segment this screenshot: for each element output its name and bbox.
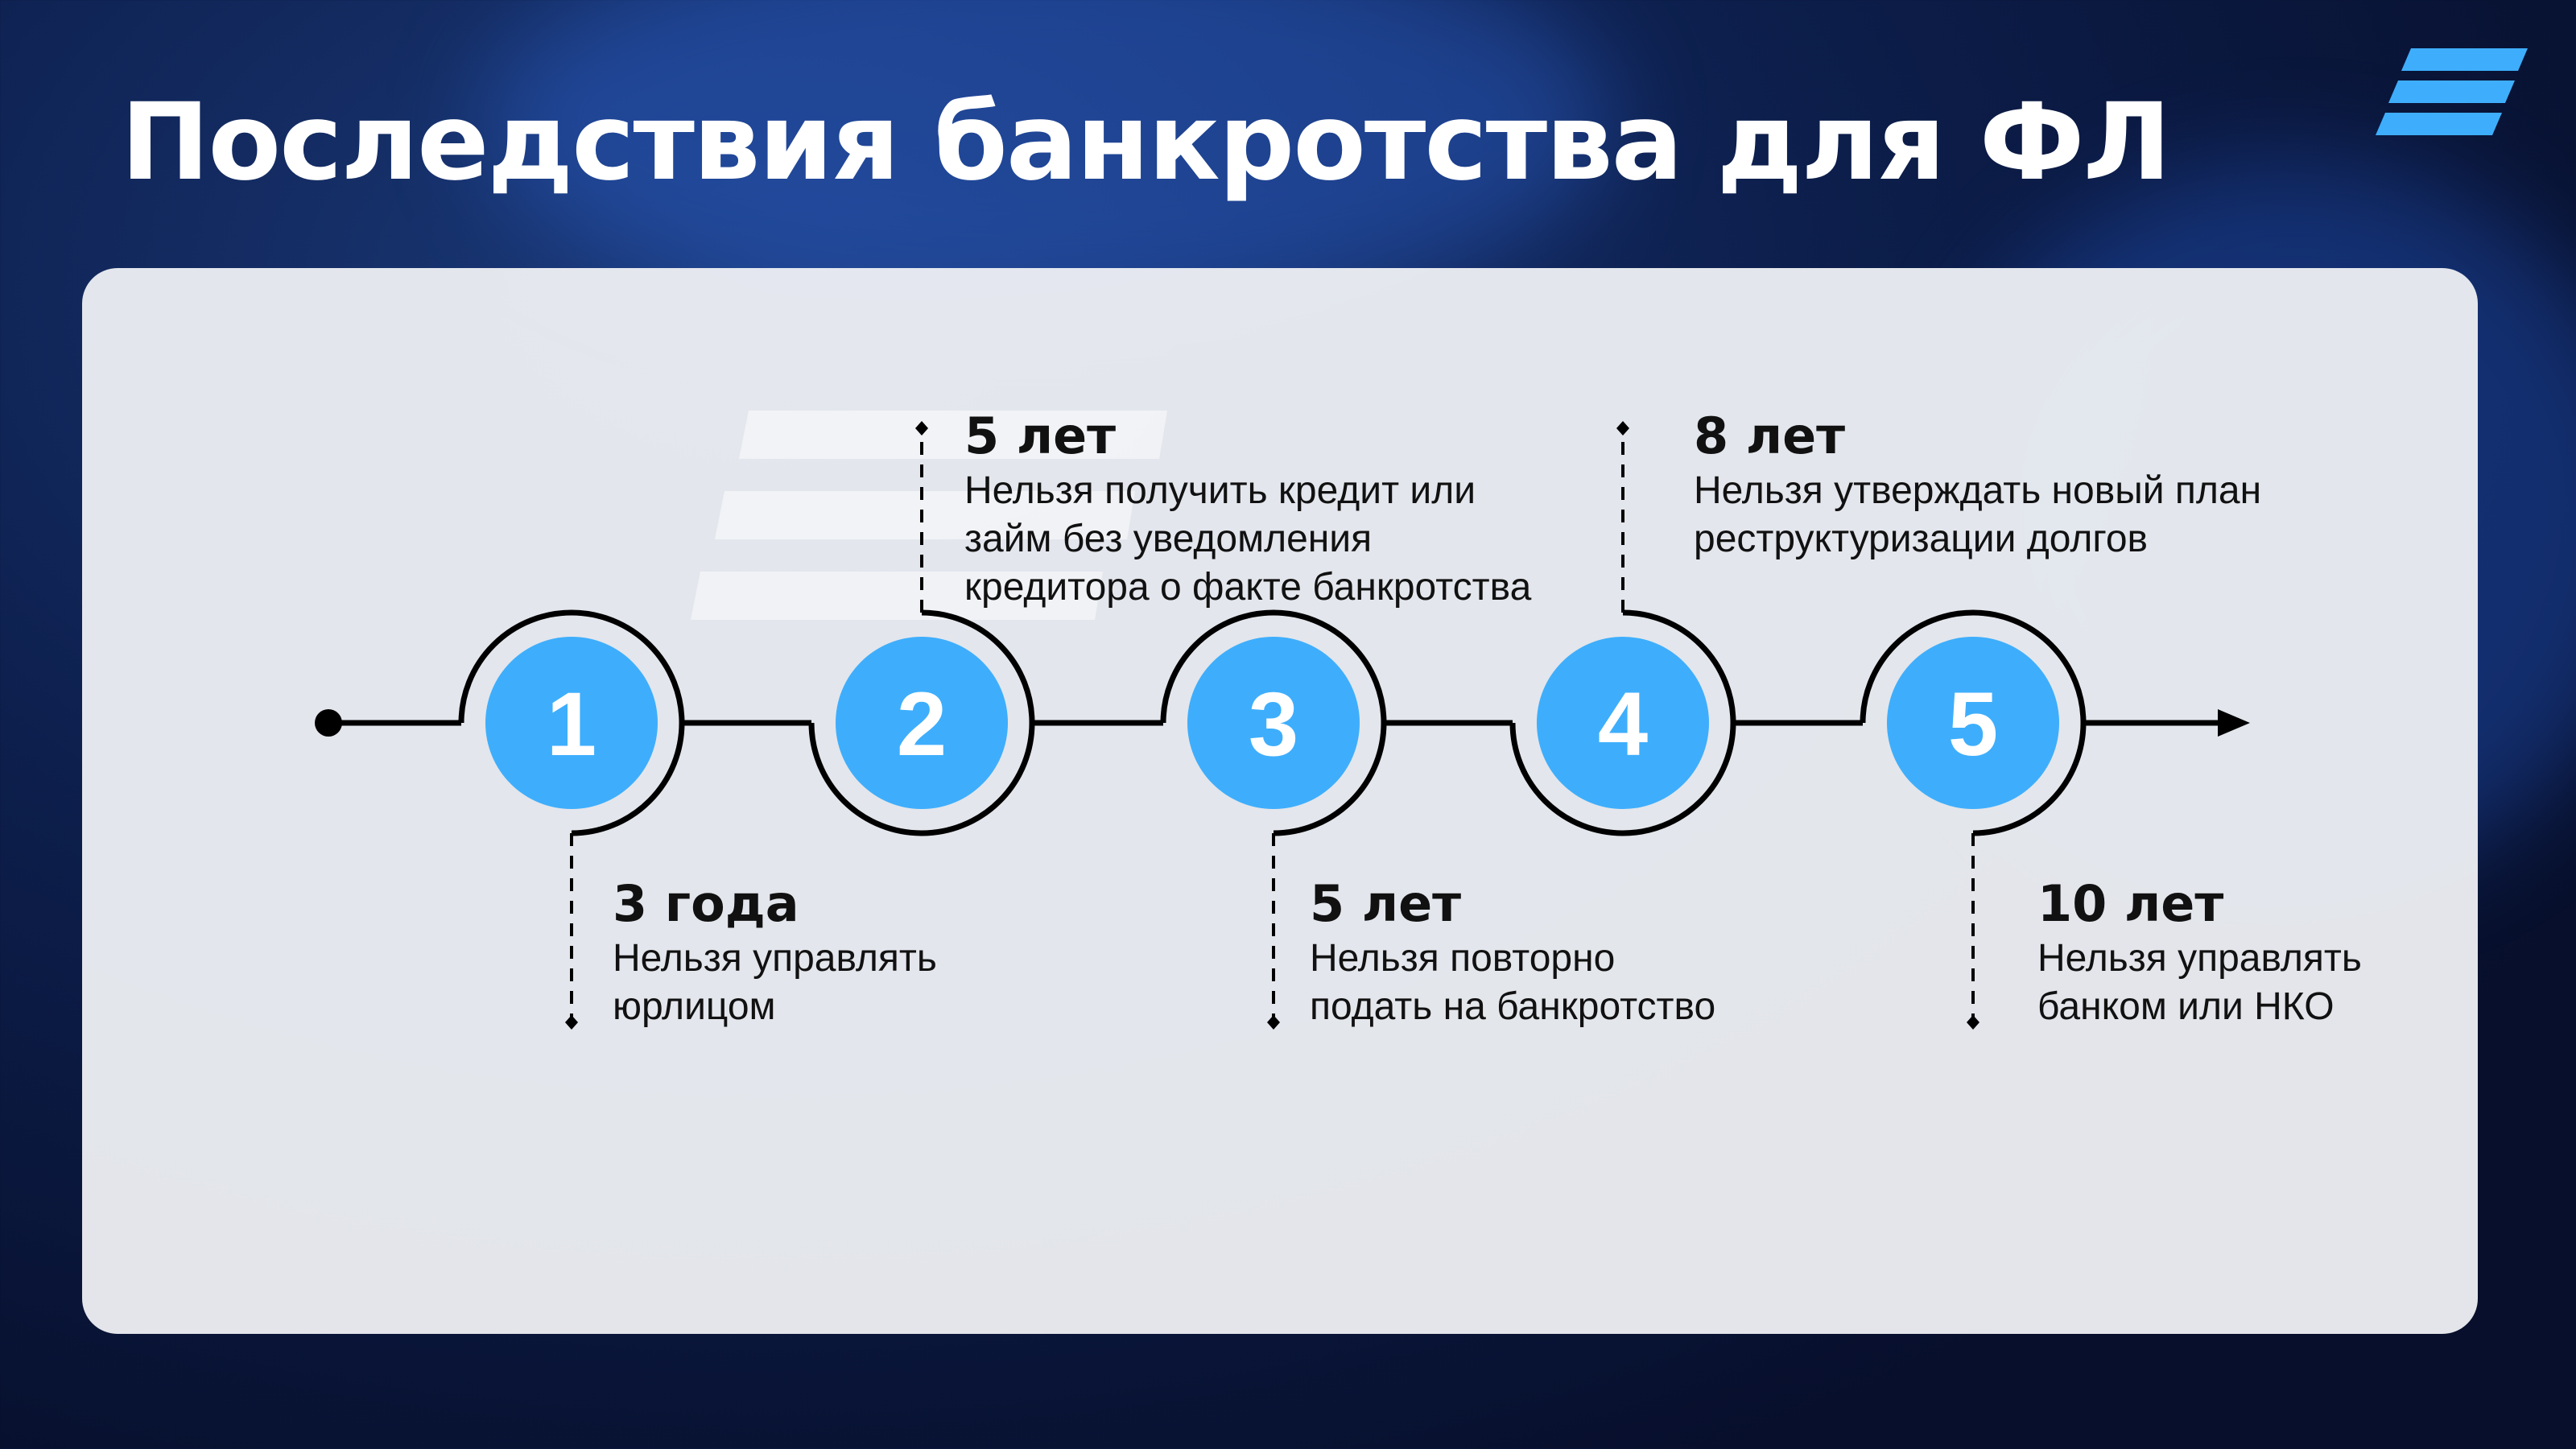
step-period: 5 лет [964, 407, 1117, 465]
step-circle [1537, 637, 1709, 809]
diamond-end-icon [1616, 421, 1629, 436]
step-number: 1 [547, 674, 597, 774]
step-arc [808, 609, 1035, 836]
step-description-line: кредитора о факте банкротства [964, 566, 1532, 609]
step-arc [1160, 609, 1387, 836]
step-arc [1509, 609, 1736, 836]
step-arc [1860, 609, 2087, 836]
step-description-line: юрлицом [613, 985, 776, 1028]
step-period: 5 лет [1310, 874, 1462, 933]
step-number: 3 [1249, 674, 1298, 774]
watermark-logo-icon [691, 411, 1167, 620]
step-number: 5 [1948, 674, 1998, 774]
step-description-line: банком или НКО [2037, 985, 2334, 1028]
step-arc [458, 609, 685, 836]
diamond-end-icon [1267, 1015, 1280, 1030]
diamond-end-icon [1967, 1015, 1979, 1030]
step-circle [1187, 637, 1360, 809]
step-period: 3 года [613, 874, 799, 933]
step-description-line: Нельзя управлять [2037, 937, 2362, 980]
step-circle [836, 637, 1008, 809]
step-description-line: Нельзя получить кредит или [964, 469, 1476, 512]
diamond-end-icon [565, 1015, 578, 1030]
step-description-line: Нельзя управлять [613, 937, 937, 980]
arrow-head-icon [2218, 709, 2250, 737]
diamond-end-icon [915, 421, 928, 436]
logo-icon [2376, 48, 2528, 135]
step-description-line: займ без уведомления [964, 518, 1373, 560]
step-description-line: подать на банкротство [1310, 985, 1716, 1028]
page-title: Последствия банкротства для ФЛ [121, 80, 2171, 204]
step-number: 2 [897, 674, 947, 774]
step-period: 10 лет [2037, 874, 2224, 933]
step-circle [1887, 637, 2059, 809]
step-number: 4 [1598, 674, 1648, 774]
step-description-line: Нельзя утверждать новый план [1694, 469, 2262, 512]
step-description-line: Нельзя повторно [1310, 937, 1616, 980]
step-description-line: реструктуризации долгов [1694, 518, 2149, 560]
step-period: 8 лет [1694, 407, 1846, 465]
step-circle [485, 637, 658, 809]
